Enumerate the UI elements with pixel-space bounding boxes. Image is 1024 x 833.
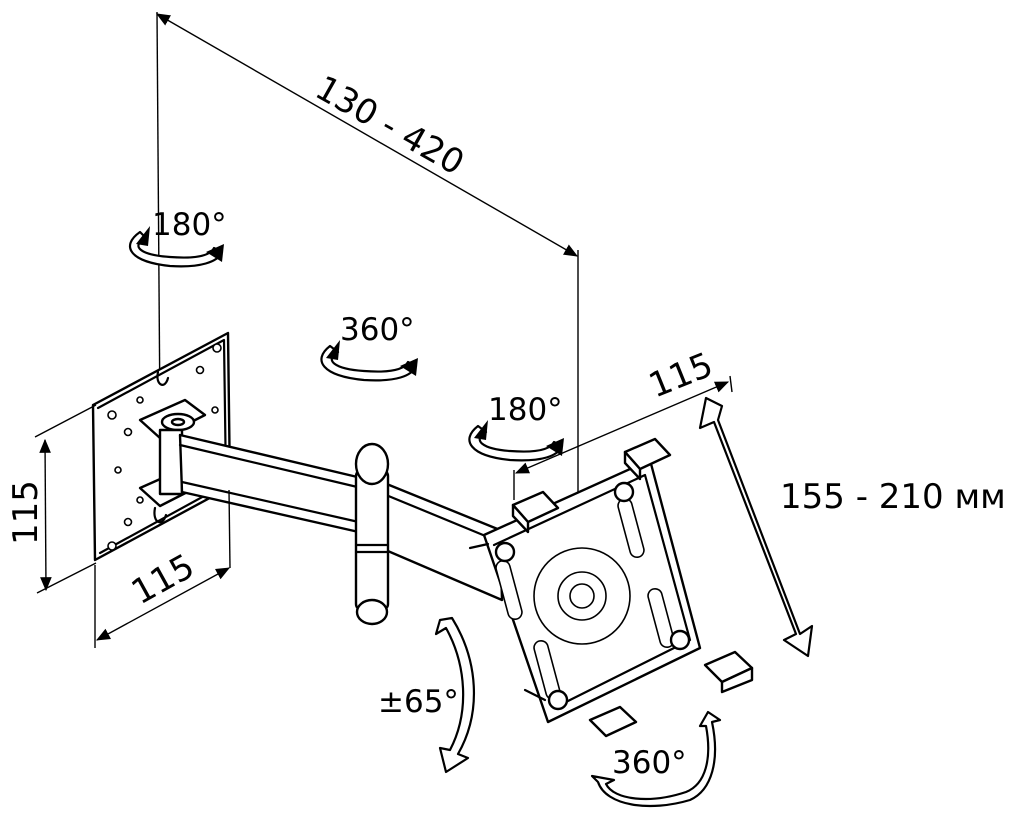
tilt-label: ±65° — [378, 684, 459, 720]
mount-hole — [212, 343, 222, 353]
plate-width-arrow — [95, 567, 231, 641]
elbow-joint — [354, 468, 390, 612]
head-rotation: 360° — [590, 710, 722, 808]
elbow-swivel-label: 360° — [340, 312, 415, 348]
wall-swivel-label: 180° — [152, 207, 227, 243]
elbow-cap — [354, 442, 390, 486]
tablet-range-dimension: 155 - 210 мм — [698, 396, 1006, 658]
tablet-range-label: 155 - 210 мм — [780, 477, 1006, 517]
head-swivel-rotation: 180° — [468, 392, 564, 462]
pivot-center — [569, 583, 595, 609]
tablet-holder — [468, 437, 754, 738]
arm-reach-arrow — [155, 13, 579, 257]
plate-width-label: 115 — [125, 546, 201, 612]
tilt-rotation: ±65° — [378, 616, 476, 774]
bracket-width-label: 115 — [643, 345, 718, 406]
head-rotation-label: 360° — [612, 745, 687, 781]
wall-swivel-rotation: 180° — [129, 207, 227, 268]
plate-height-dimension: 115 — [6, 404, 97, 594]
head-swivel-label: 180° — [488, 392, 563, 428]
wall-hinge-pin — [158, 428, 184, 496]
plate-height-arrow — [39, 438, 52, 592]
bracket-width-arrow — [514, 381, 730, 474]
mount-hole — [107, 541, 117, 551]
plate-height-label: 115 — [6, 480, 46, 545]
arm-segment-1 — [178, 433, 374, 537]
head-rotation-arrow-icon — [590, 710, 722, 808]
wall-plate — [91, 331, 232, 562]
mount-hole — [107, 410, 117, 420]
tablet-range-arrow-icon — [698, 396, 814, 658]
tilt-arrow-icon — [434, 616, 476, 774]
extension-arm — [178, 433, 504, 626]
elbow-swivel-rotation: 360° — [320, 312, 418, 382]
arm-reach-label: 130 - 420 — [309, 68, 471, 183]
